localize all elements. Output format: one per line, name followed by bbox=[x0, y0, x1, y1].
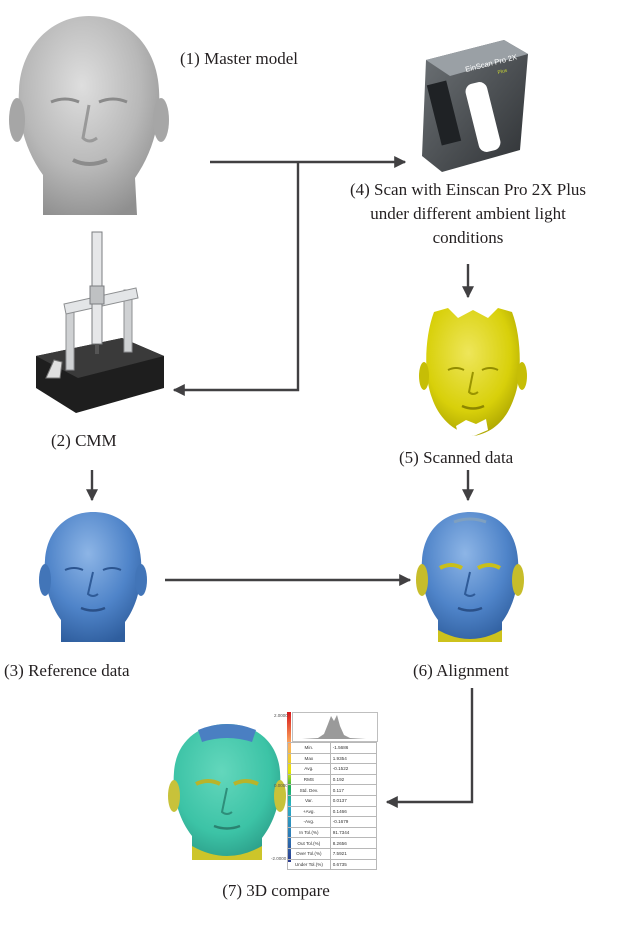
stat-label: Var. bbox=[287, 794, 331, 807]
stat-label: In Tol.(%) bbox=[287, 826, 331, 839]
step-7-caption: (7) 3D compare bbox=[222, 881, 330, 900]
table-row: Over Tol.(%)7.5921 bbox=[287, 847, 378, 860]
stat-value: 0.0137 bbox=[329, 794, 378, 807]
reference-data-image bbox=[39, 512, 147, 642]
step-2-caption: (2) CMM bbox=[51, 431, 117, 450]
stat-value: 91.7344 bbox=[329, 826, 378, 839]
arrow-master-to-cmm bbox=[172, 162, 300, 396]
step-5-caption: (5) Scanned data bbox=[399, 448, 514, 467]
step-4-line-1: (4) Scan with Einscan Pro 2X Plus bbox=[349, 180, 587, 199]
cmm-machine-image bbox=[36, 231, 164, 413]
table-row: Out Tol.(%)8.2656 bbox=[287, 837, 378, 849]
stat-label: RMS bbox=[287, 773, 331, 786]
table-row: Avg.-0.1522 bbox=[287, 763, 378, 775]
stat-label: Std. Dev. bbox=[287, 784, 331, 796]
stat-label: -Avg. bbox=[287, 816, 331, 828]
master-model-image bbox=[9, 16, 169, 215]
stat-value: 0.1466 bbox=[329, 805, 378, 818]
stat-value: 0.6735 bbox=[329, 858, 378, 871]
stat-value: 0.192 bbox=[329, 773, 378, 786]
einscan-scanner-image: EinScan Pro 2X Plus bbox=[422, 40, 528, 172]
stat-label: Over Tol.(%) bbox=[287, 847, 331, 860]
stat-value: 1.9354 bbox=[329, 752, 378, 765]
step-4-line-2: under different ambient light bbox=[370, 204, 566, 223]
stat-label: +Avg. bbox=[287, 805, 331, 818]
scale-mid-label: 0.0000 bbox=[274, 783, 288, 788]
table-row: In Tol.(%)91.7344 bbox=[287, 826, 378, 839]
table-row: Std. Dev.0.117 bbox=[287, 784, 378, 796]
stat-value: -1.5686 bbox=[329, 742, 378, 754]
compare-head-image bbox=[168, 724, 286, 860]
scale-top-label: 2.0000 bbox=[274, 713, 288, 718]
arrow-alignment-to-compare bbox=[385, 688, 474, 808]
step-6-caption: (6) Alignment bbox=[413, 661, 509, 680]
scanner-sub-label: Plus bbox=[497, 68, 508, 76]
stat-label: Max bbox=[287, 752, 331, 765]
stat-label: Avg. bbox=[287, 763, 331, 775]
table-row: Under Tol.(%)0.6735 bbox=[287, 858, 378, 871]
stat-label: Out Tol.(%) bbox=[287, 837, 331, 849]
stat-value: -0.1679 bbox=[329, 816, 378, 828]
table-row: +Avg.0.1466 bbox=[287, 805, 378, 818]
step-4-caption: (4) Scan with Einscan Pro 2X Plus under … bbox=[308, 178, 628, 250]
stat-label: Under Tol.(%) bbox=[287, 858, 331, 871]
deviation-histogram bbox=[292, 712, 378, 742]
stat-value: -0.1522 bbox=[329, 763, 378, 775]
step-3-caption: (3) Reference data bbox=[4, 661, 130, 680]
stat-value: 8.2656 bbox=[329, 837, 378, 849]
step-4-line-3: conditions bbox=[432, 228, 504, 247]
scanned-data-image bbox=[419, 308, 527, 436]
alignment-image bbox=[416, 512, 524, 642]
scale-bottom-label: -2.0000 bbox=[271, 856, 287, 861]
table-row: Var.0.0137 bbox=[287, 794, 378, 807]
stat-value: 7.5921 bbox=[329, 847, 378, 860]
stat-label: Min. bbox=[287, 742, 331, 754]
step-1-caption: (1) Master model bbox=[180, 49, 299, 68]
stat-value: 0.117 bbox=[329, 784, 378, 796]
table-row: Min.-1.5686 bbox=[287, 742, 378, 754]
table-row: -Avg.-0.1679 bbox=[287, 816, 378, 828]
